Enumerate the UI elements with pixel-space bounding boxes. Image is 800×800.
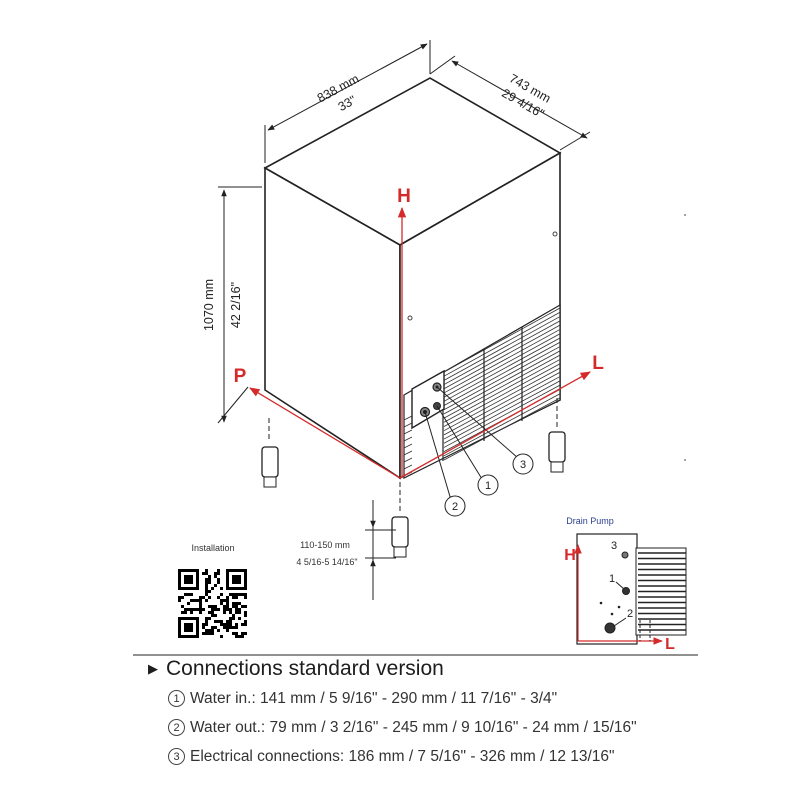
installation-label: Installation — [191, 543, 234, 553]
leg-front — [391, 482, 409, 558]
svg-text:Drain Pump: Drain Pump — [566, 516, 614, 526]
connection-text: Water out.: 79 mm / 3 2/16" - 245 mm / 9… — [190, 718, 637, 736]
connection-text: Water in.: 141 mm / 5 9/16" - 290 mm / 1… — [190, 689, 558, 707]
svg-text:2: 2 — [627, 608, 633, 620]
leg-left — [261, 418, 279, 488]
svg-text:3: 3 — [520, 459, 526, 471]
axis-lines — [249, 206, 591, 479]
svg-text:2: 2 — [452, 501, 458, 513]
svg-text:1: 1 — [609, 573, 615, 585]
svg-text:1: 1 — [485, 480, 491, 492]
number-circle-icon: 2 — [168, 719, 185, 736]
svg-text:4 5/16-5 14/16": 4 5/16-5 14/16" — [296, 557, 357, 567]
callout-1: 1 — [477, 474, 499, 496]
leg-right — [548, 398, 566, 473]
connections-title: ▶ Connections standard version — [148, 654, 788, 684]
screw — [407, 315, 413, 321]
axis-p — [249, 387, 401, 479]
axis-l — [399, 371, 591, 479]
ventilation-grille — [403, 307, 561, 477]
callout-leaders — [424, 386, 519, 501]
qr-code — [178, 569, 247, 638]
svg-text:1070 mm: 1070 mm — [202, 279, 216, 331]
axis-label-p: P — [234, 366, 247, 387]
connection-plate — [411, 369, 445, 430]
connection-item-electrical: 3 Electrical connections: 186 mm / 7 5/1… — [168, 742, 788, 771]
axis-label-h: H — [397, 186, 411, 207]
dimension-legs: 110-150 mm 4 5/16-5 14/16" — [296, 500, 396, 600]
connection-item-water-in: 1 Water in.: 141 mm / 5 9/16" - 290 mm /… — [168, 684, 788, 713]
callout-3: 3 — [512, 453, 534, 475]
callout-2: 2 — [444, 495, 466, 517]
axis-label-l: L — [592, 353, 604, 374]
svg-text:42 2/16": 42 2/16" — [229, 282, 243, 328]
screw — [552, 231, 558, 237]
svg-text:H: H — [564, 547, 576, 564]
connections-title-text: Connections standard version — [166, 657, 444, 680]
svg-text:33": 33" — [336, 93, 359, 114]
dimension-height: 1070 mm 42 2/16" — [202, 186, 262, 424]
number-circle-icon: 3 — [168, 748, 185, 765]
drain-pump-inset: Drain Pump H L 3 1 2 — [564, 516, 687, 653]
connection-item-water-out: 2 Water out.: 79 mm / 3 2/16" - 245 mm /… — [168, 713, 788, 742]
svg-text:110-150 mm: 110-150 mm — [300, 540, 350, 550]
connection-text: Electrical connections: 186 mm / 7 5/16"… — [190, 747, 615, 765]
svg-text:3: 3 — [611, 540, 617, 552]
triangle-bullet-icon: ▶ — [148, 661, 158, 676]
connections-section: ▶ Connections standard version 1 Water i… — [148, 654, 788, 771]
number-circle-icon: 1 — [168, 690, 185, 707]
svg-text:L: L — [665, 636, 675, 653]
